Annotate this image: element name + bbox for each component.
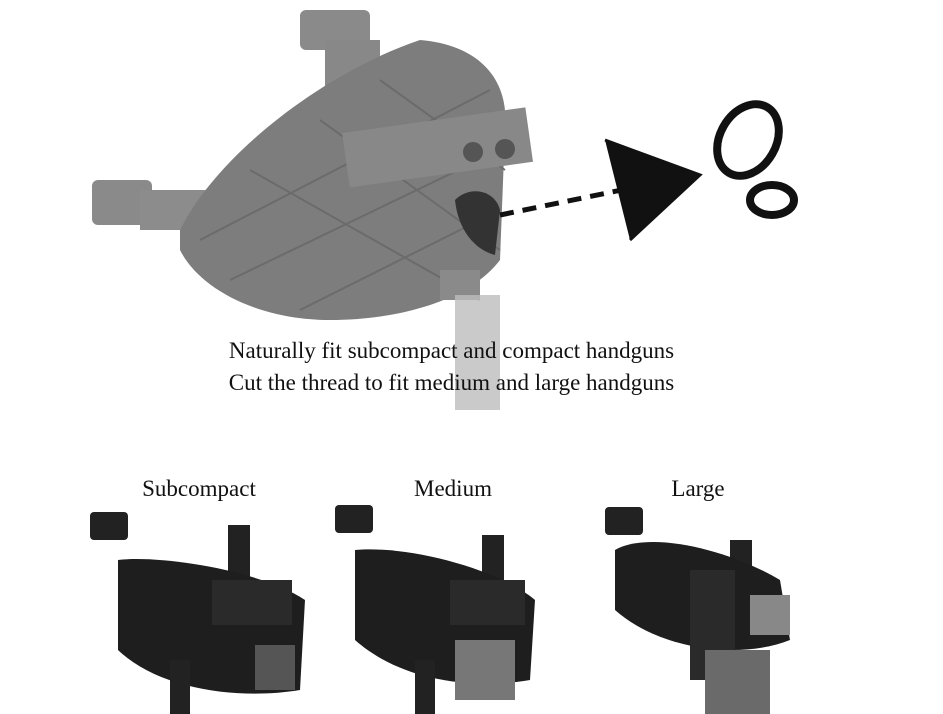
caption-line-2: Cut the thread to fit medium and large h… — [228, 370, 675, 395]
medium-holster-image — [335, 505, 535, 714]
caption-line-1: Naturally fit subcompact and compact han… — [228, 338, 675, 363]
subcompact-holster-image — [90, 512, 305, 714]
cut-line — [499, 175, 681, 218]
size-label-medium: Medium — [414, 476, 492, 501]
size-label-subcompact: Subcompact — [142, 476, 256, 501]
size-label-large: Large — [671, 476, 725, 501]
gray-holster-image — [92, 10, 533, 410]
scissors-icon — [604, 100, 798, 242]
large-holster-image — [605, 507, 790, 714]
